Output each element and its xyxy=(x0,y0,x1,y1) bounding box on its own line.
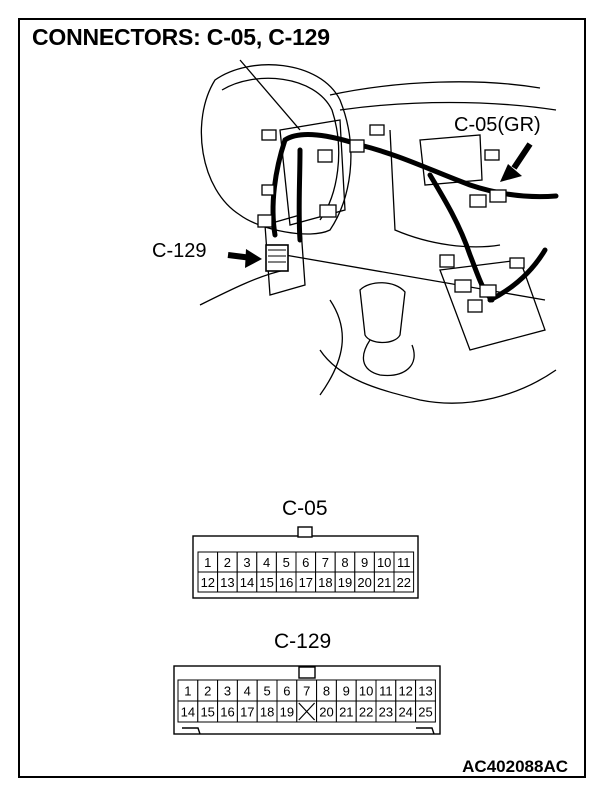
c129-pin-number: 15 xyxy=(200,705,214,720)
c129-pin-number: 11 xyxy=(379,684,393,699)
figure-reference: AC402088AC xyxy=(462,757,568,776)
c05-pin-number: 3 xyxy=(243,555,250,570)
c05-pin-number: 17 xyxy=(299,575,313,590)
c05-pin-number: 9 xyxy=(361,555,368,570)
c129-callout: C-129 xyxy=(152,240,207,262)
c129-pin-number: 9 xyxy=(343,684,350,699)
c05-pin-number: 15 xyxy=(259,575,273,590)
c129-label: C-129 xyxy=(274,630,332,653)
c05-pin-number: 13 xyxy=(220,575,234,590)
c05-pin-number: 2 xyxy=(224,555,231,570)
c129-pin-number: 10 xyxy=(359,684,373,699)
c129-pin-number: 20 xyxy=(319,705,333,720)
c05-pin-number: 14 xyxy=(240,575,254,590)
figure-frame xyxy=(18,18,586,778)
c05-pin-cell xyxy=(393,571,415,593)
c129-pin-number: 25 xyxy=(418,705,432,720)
c129-pin-number: 14 xyxy=(181,705,195,720)
c05-pin-number: 16 xyxy=(279,575,293,590)
c129-pin-number: 6 xyxy=(283,684,290,699)
c129-pin-number: 21 xyxy=(339,705,353,720)
c05-pin-number: 18 xyxy=(318,575,332,590)
c129-pointer-arrow xyxy=(227,249,262,268)
c05-pin-number: 22 xyxy=(397,575,411,590)
c05-pin-number: 7 xyxy=(322,555,329,570)
c05-pointer-arrow xyxy=(500,142,533,182)
c129-pin-number: 19 xyxy=(280,705,294,720)
c129-pin-number: 4 xyxy=(244,684,251,699)
c05-pin-number: 8 xyxy=(341,555,348,570)
c129-pin-number: 5 xyxy=(263,684,270,699)
c129-pin-number: 22 xyxy=(359,705,373,720)
c129-pin-number: 16 xyxy=(220,705,234,720)
c129-pin-cell xyxy=(415,700,436,723)
c05-pin-number: 1 xyxy=(204,555,211,570)
c129-pin-number: 17 xyxy=(240,705,254,720)
page-title: CONNECTORS: C-05, C-129 xyxy=(32,24,330,50)
c129-pin-number: 23 xyxy=(379,705,393,720)
c129-pin-number: 12 xyxy=(398,684,412,699)
c05-pin-number: 21 xyxy=(377,575,391,590)
c129-pin-number: 8 xyxy=(323,684,330,699)
c05-pin-number: 4 xyxy=(263,555,270,570)
c05-pin-number: 12 xyxy=(201,575,215,590)
c05-pin-number: 11 xyxy=(397,555,411,570)
c129-location-connector xyxy=(265,244,289,272)
c129-pin-number: 18 xyxy=(260,705,274,720)
c129-pin-number: 2 xyxy=(204,684,211,699)
c05-pin-number: 6 xyxy=(302,555,309,570)
c05-pin-number: 19 xyxy=(338,575,352,590)
c129-pin-number: 24 xyxy=(398,705,412,720)
c05-pin-number: 10 xyxy=(377,555,391,570)
c05-label: C-05 xyxy=(282,497,328,520)
c05-pin-number: 20 xyxy=(357,575,371,590)
c05-callout: C-05(GR) xyxy=(454,114,541,136)
c129-empty-cavity xyxy=(298,702,316,721)
c129-pin-number: 7 xyxy=(303,684,310,699)
c05-pin-number: 5 xyxy=(283,555,290,570)
c129-pin-number: 1 xyxy=(184,684,191,699)
c129-pin-number: 13 xyxy=(418,684,432,699)
c129-pin-number: 3 xyxy=(224,684,231,699)
